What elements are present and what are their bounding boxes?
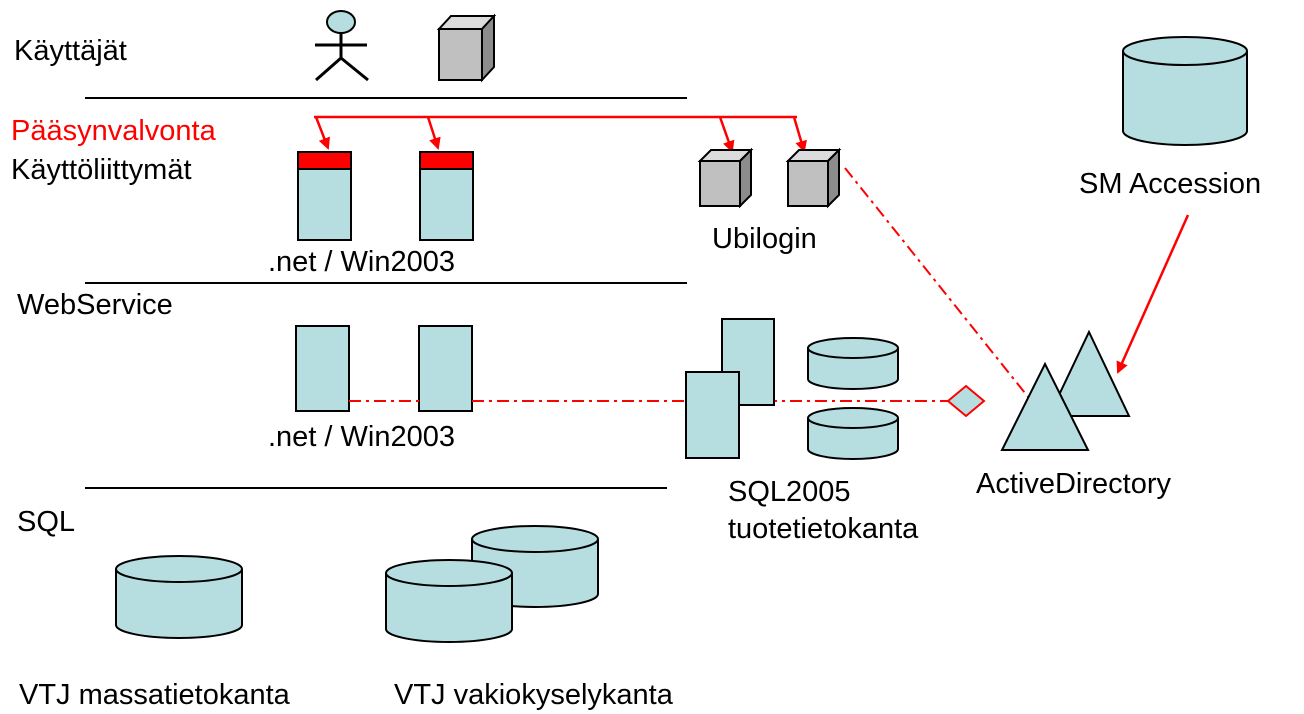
user-actor-icon	[315, 10, 369, 82]
ui-server-2	[419, 151, 474, 241]
sm-accession-label: SM Accession	[1079, 168, 1262, 200]
layer-users-label: Käyttäjät	[14, 35, 127, 67]
ui-server-1	[297, 151, 352, 241]
vtj-standard-label: VTJ vakiokyselykanta	[394, 679, 673, 711]
system-user-cube-icon	[436, 13, 497, 83]
vtj-mass-database-icon	[115, 555, 243, 639]
vtj-mass-label: VTJ massatietokanta	[19, 679, 290, 711]
access-control-label: Pääsynvalvonta	[11, 115, 216, 147]
ubilogin-cube-1-icon	[697, 147, 754, 209]
access-control-connector	[314, 115, 807, 153]
active-directory-triangle-front	[1000, 361, 1090, 451]
ubilogin-to-ad-link	[844, 167, 1034, 404]
sm-to-ad-arrow	[1116, 214, 1190, 374]
connector-diamond	[946, 384, 986, 418]
ubilogin-label: Ubilogin	[712, 223, 817, 255]
ui-servers-label: .net / Win2003	[268, 246, 455, 278]
ws-server-1	[295, 325, 350, 412]
sql2005-db-label: tuotetietokanta	[728, 513, 919, 545]
ws-servers-label: .net / Win2003	[268, 421, 455, 453]
ws-server-2	[418, 325, 473, 412]
active-directory-label: ActiveDirectory	[976, 468, 1171, 500]
layer-webservice-label: WebService	[17, 289, 173, 321]
ubilogin-cube-2-icon	[785, 147, 842, 209]
sql2005-database-1-icon	[807, 337, 899, 390]
layer-ui-label: Käyttöliittymät	[11, 154, 192, 186]
sql2005-label: SQL2005	[728, 476, 851, 508]
sql2005-database-2-icon	[807, 407, 899, 460]
vtj-standard-database-front-icon	[385, 559, 513, 643]
sql2005-server-front	[685, 371, 740, 459]
sm-accession-database-icon	[1122, 36, 1248, 146]
layer-sql-label: SQL	[17, 506, 76, 538]
active-directory-triangle-back	[1047, 329, 1131, 417]
